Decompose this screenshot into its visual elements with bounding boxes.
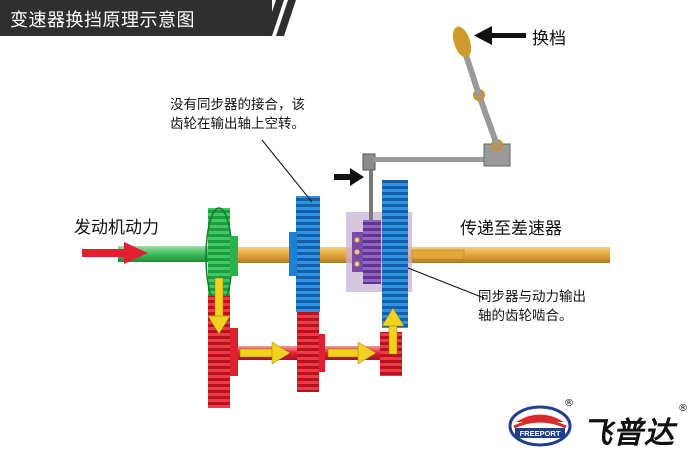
to-differential-label: 传递至差速器 xyxy=(460,219,562,239)
idle-gear-blue xyxy=(289,196,320,312)
note-top: 没有同步器的接合，该 齿轮在输出轴上空转。 xyxy=(170,96,305,134)
note-bottom-line1: 同步器与动力输出 xyxy=(478,289,586,305)
shift-label: 换档 xyxy=(532,29,566,49)
title-stripes xyxy=(262,0,296,36)
note-top-line1: 没有同步器的接合，该 xyxy=(170,97,305,113)
push-arrow xyxy=(334,168,364,186)
counter-gear-2-red xyxy=(297,310,325,392)
shift-linkage xyxy=(362,26,511,220)
note-top-line2: 齿轮在输出轴上空转。 xyxy=(170,116,305,132)
note-bottom: 同步器与动力输出 轴的齿轮啮合。 xyxy=(478,288,586,326)
brand-logo: FREEPORT xyxy=(508,405,572,447)
synchronizer-purple xyxy=(352,220,381,284)
brand-logo-text: FREEPORT xyxy=(520,429,561,438)
input-power-arrow xyxy=(82,242,148,264)
flow-arrow-up xyxy=(381,307,405,355)
brand-name: 飞普达 xyxy=(582,416,675,451)
brand-registered-mark: ® xyxy=(678,403,688,414)
flow-arrow-right-2 xyxy=(327,341,377,365)
title-bar: 变速器换挡原理示意图 xyxy=(0,0,272,36)
engaged-gear-blue xyxy=(382,180,408,328)
output-power-arrow xyxy=(411,249,465,260)
note-bottom-line2: 轴的齿轮啮合。 xyxy=(478,308,573,324)
input-shaft xyxy=(118,246,222,262)
shift-arrow xyxy=(474,26,526,45)
flow-arrow-down xyxy=(207,277,231,335)
callout-line-bottom xyxy=(407,267,485,299)
engine-power-label: 发动机动力 xyxy=(74,218,159,238)
logo-registered-mark: ® xyxy=(564,398,574,409)
page-title: 变速器换挡原理示意图 xyxy=(10,10,195,31)
callout-line-top xyxy=(261,139,313,203)
flow-arrow-right xyxy=(239,341,291,365)
